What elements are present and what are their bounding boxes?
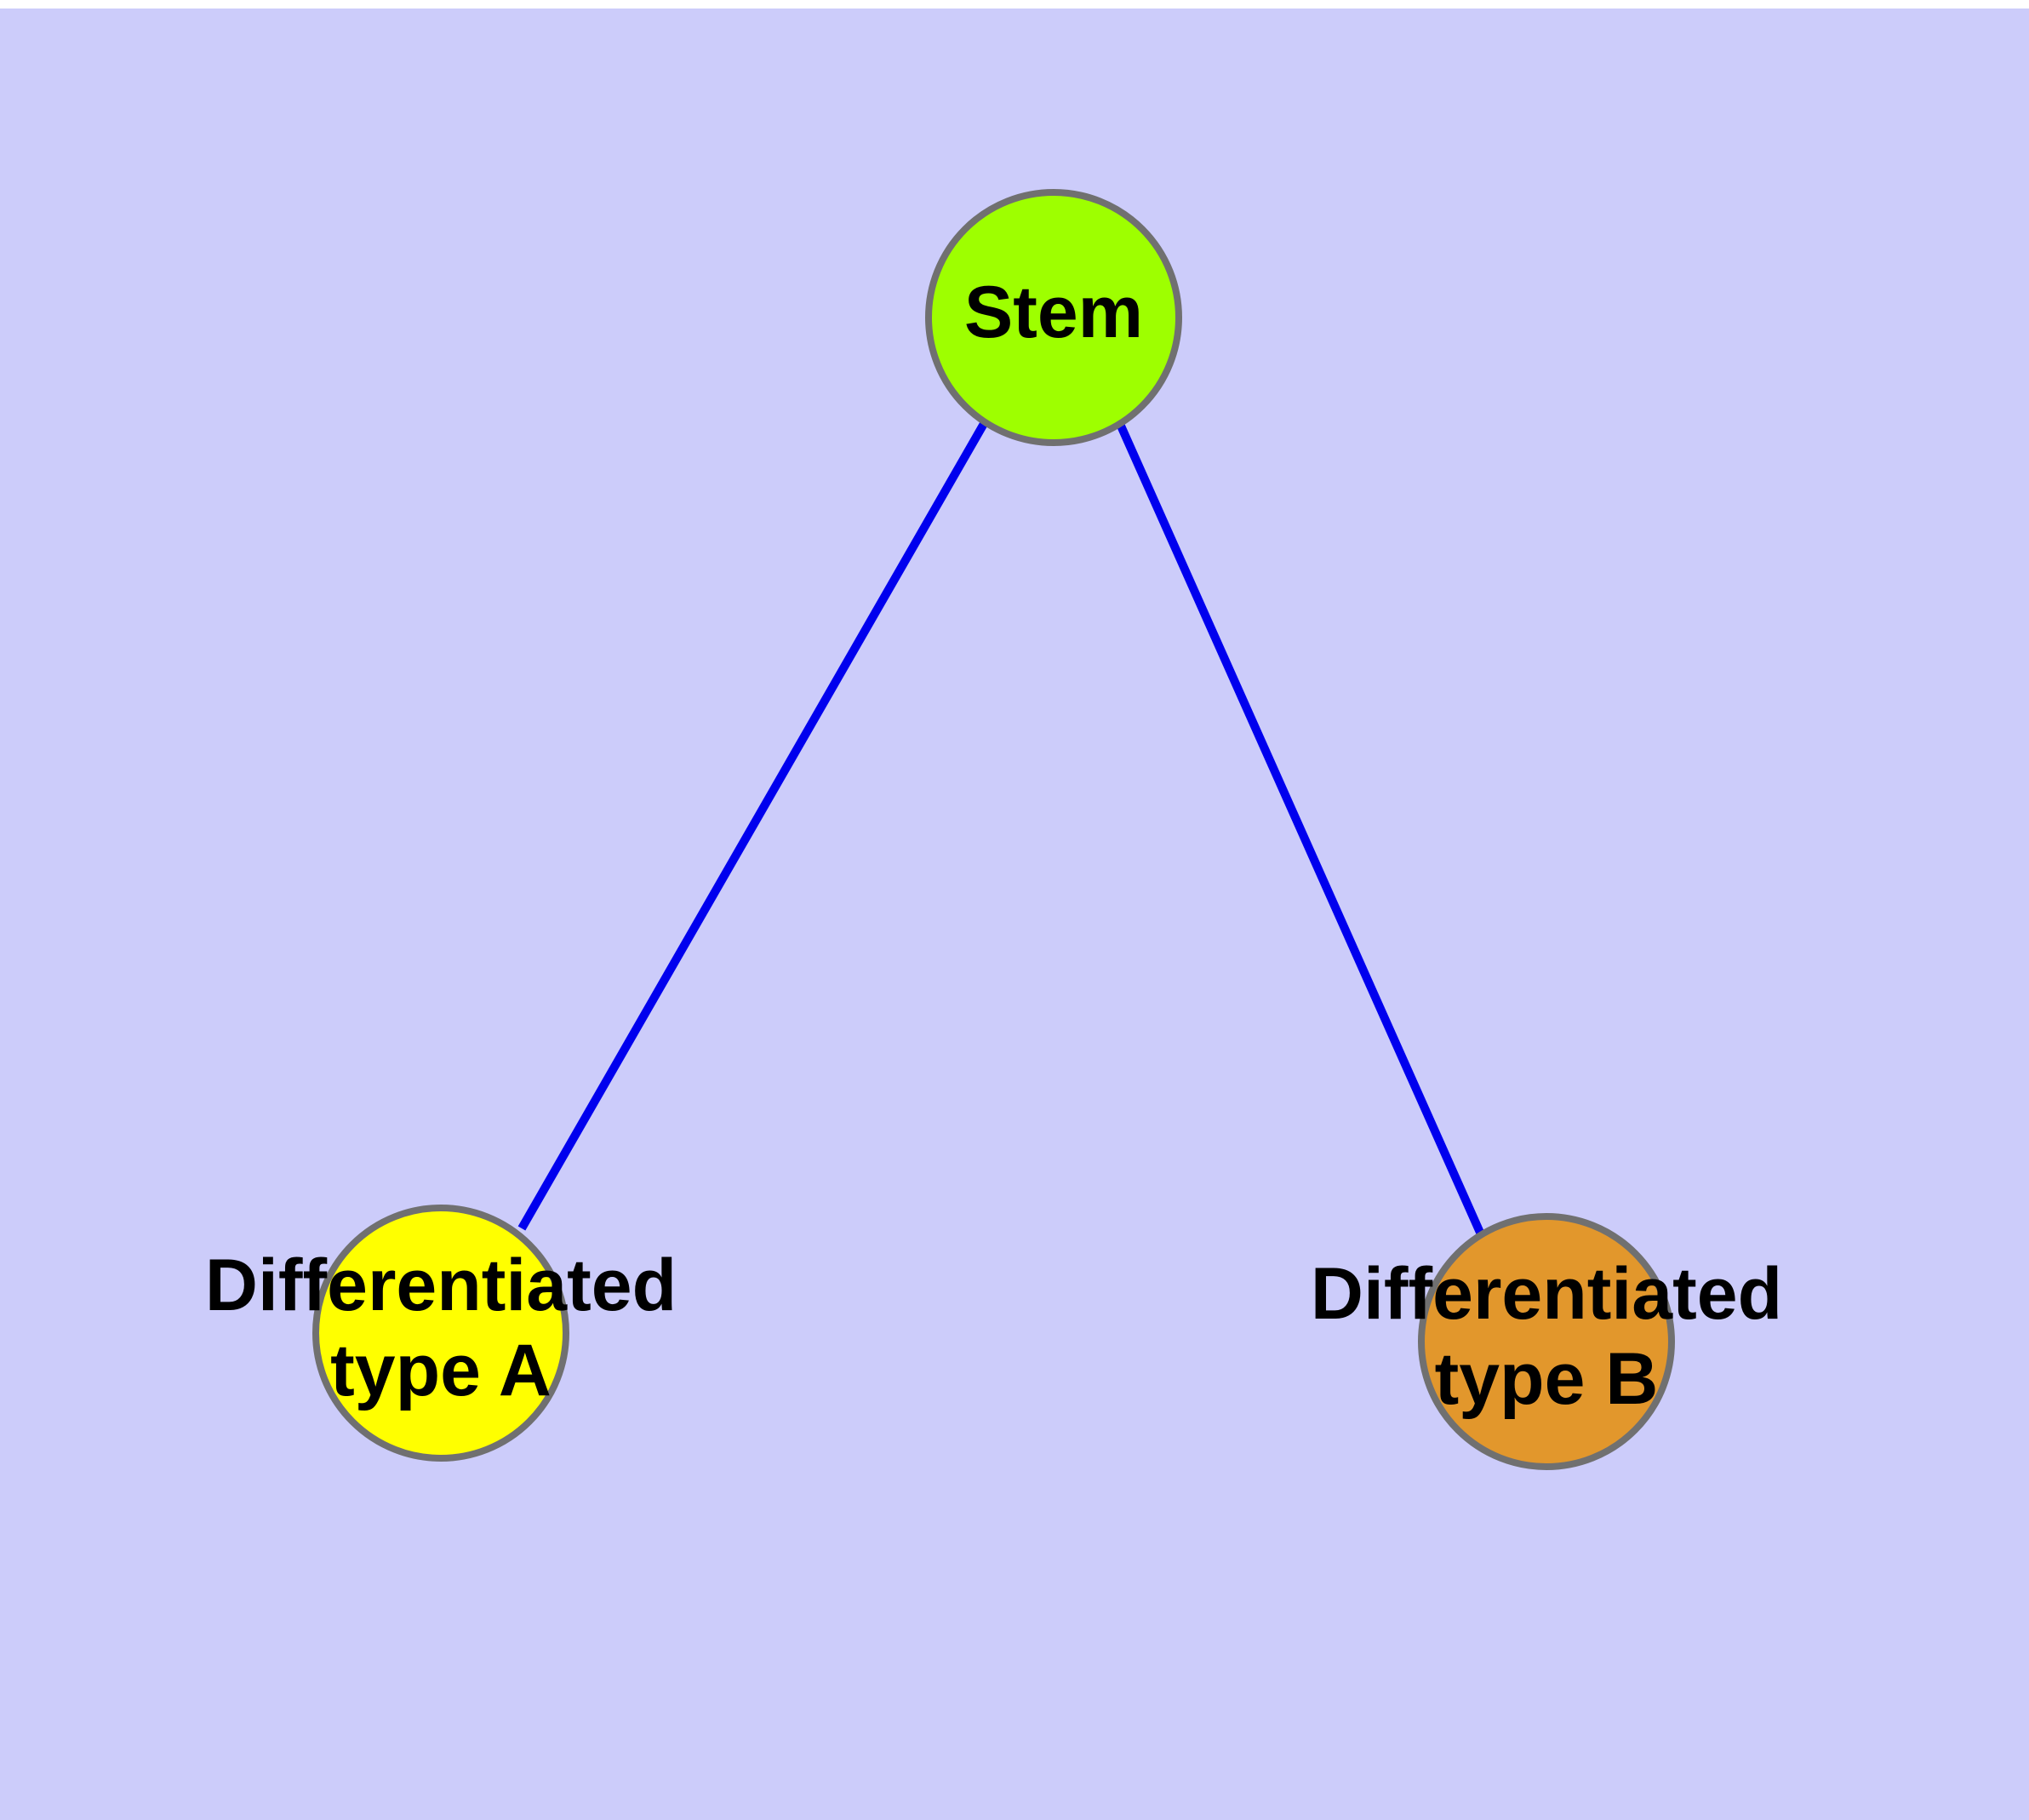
edges-layer <box>517 420 1485 1237</box>
node-label-line: type A <box>330 1330 552 1411</box>
graph-node-diff_a[interactable] <box>312 1205 569 1462</box>
node-label-line: type B <box>1435 1338 1659 1420</box>
graph-node-diff_b[interactable] <box>1418 1213 1675 1470</box>
node-label-line: Differentiated <box>205 1245 677 1326</box>
graph-edge[interactable] <box>517 420 989 1231</box>
node-label-line: Differentiated <box>1311 1253 1782 1335</box>
node-label-stem: Stem <box>964 272 1143 353</box>
graph-edge[interactable] <box>1116 421 1485 1237</box>
node-label-line: Stem <box>964 272 1143 353</box>
graph-node-stem[interactable] <box>925 189 1182 446</box>
nodes-layer <box>312 189 1675 1470</box>
